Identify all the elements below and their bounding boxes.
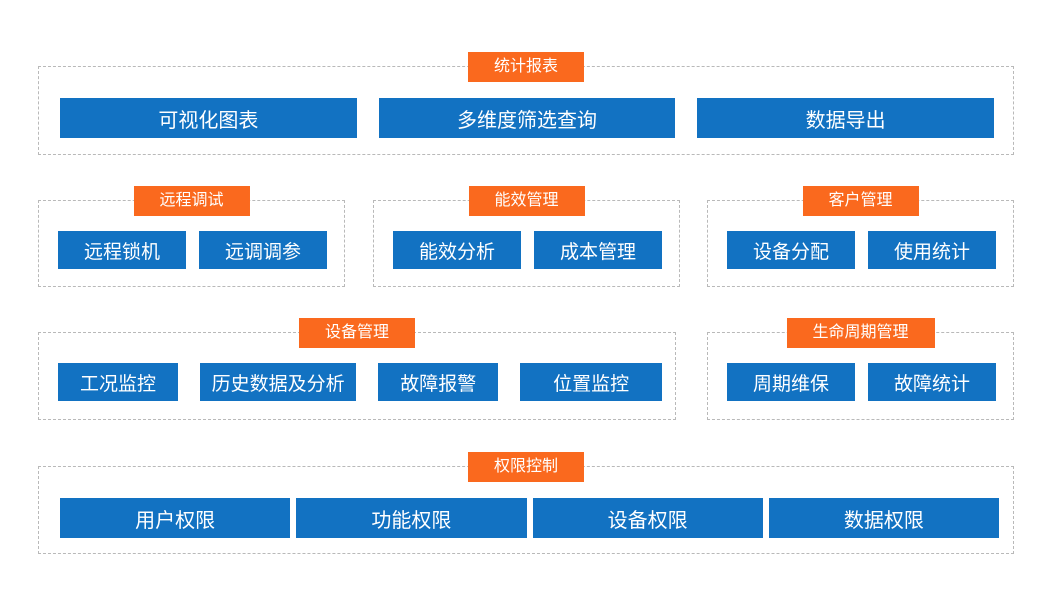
energy-analysis-button[interactable]: 能效分析: [393, 231, 521, 269]
condition-monitoring-button[interactable]: 工况监控: [58, 363, 179, 401]
group-remote-debug-label: 远程调试: [133, 186, 250, 216]
group-energy-management-label: 能效管理: [468, 186, 585, 216]
group-statistics-report: 统计报表 可视化图表 多维度筛选查询 数据导出: [38, 52, 1014, 155]
periodic-maintenance-button[interactable]: 周期维保: [727, 363, 855, 401]
history-data-analysis-button[interactable]: 历史数据及分析: [200, 363, 357, 401]
data-permission-button[interactable]: 数据权限: [768, 498, 999, 538]
group-device-management-label: 设备管理: [298, 318, 416, 348]
function-permission-button[interactable]: 功能权限: [296, 498, 527, 538]
energy-management-row: 能效分析 成本管理: [393, 231, 662, 269]
group-customer-management-label: 客户管理: [802, 186, 919, 216]
device-permission-button[interactable]: 设备权限: [532, 498, 763, 538]
multi-dimension-filter-query-button[interactable]: 多维度筛选查询: [378, 98, 676, 138]
location-monitoring-button[interactable]: 位置监控: [520, 363, 662, 401]
group-device-management: 设备管理 工况监控 历史数据及分析 故障报警 位置监控: [38, 318, 676, 420]
device-allocation-button[interactable]: 设备分配: [727, 231, 855, 269]
visualization-chart-button[interactable]: 可视化图表: [60, 98, 357, 138]
group-customer-management: 客户管理 设备分配 使用统计: [707, 186, 1014, 287]
cost-management-button[interactable]: 成本管理: [534, 231, 662, 269]
group-lifecycle-management-label: 生命周期管理: [786, 318, 935, 348]
device-management-row: 工况监控 历史数据及分析 故障报警 位置监控: [58, 363, 662, 401]
group-remote-debug: 远程调试 远程锁机 远调调参: [38, 186, 345, 287]
usage-statistics-button[interactable]: 使用统计: [868, 231, 996, 269]
group-permission-control: 权限控制 用户权限 功能权限 设备权限 数据权限: [38, 452, 1014, 554]
customer-management-row: 设备分配 使用统计: [727, 231, 996, 269]
group-permission-control-label: 权限控制: [467, 452, 585, 482]
group-energy-management: 能效管理 能效分析 成本管理: [373, 186, 680, 287]
data-export-button[interactable]: 数据导出: [697, 98, 995, 138]
statistics-report-row: 可视化图表 多维度筛选查询 数据导出: [60, 98, 995, 138]
fault-statistics-button[interactable]: 故障统计: [868, 363, 996, 401]
remote-param-tuning-button[interactable]: 远调调参: [199, 231, 327, 269]
fault-alarm-button[interactable]: 故障报警: [378, 363, 499, 401]
group-statistics-report-label: 统计报表: [467, 52, 585, 82]
remote-lock-button[interactable]: 远程锁机: [58, 231, 186, 269]
user-permission-button[interactable]: 用户权限: [60, 498, 291, 538]
remote-debug-row: 远程锁机 远调调参: [58, 231, 327, 269]
group-lifecycle-management: 生命周期管理 周期维保 故障统计: [707, 318, 1014, 420]
lifecycle-management-row: 周期维保 故障统计: [727, 363, 996, 401]
permission-control-row: 用户权限 功能权限 设备权限 数据权限: [60, 498, 999, 538]
